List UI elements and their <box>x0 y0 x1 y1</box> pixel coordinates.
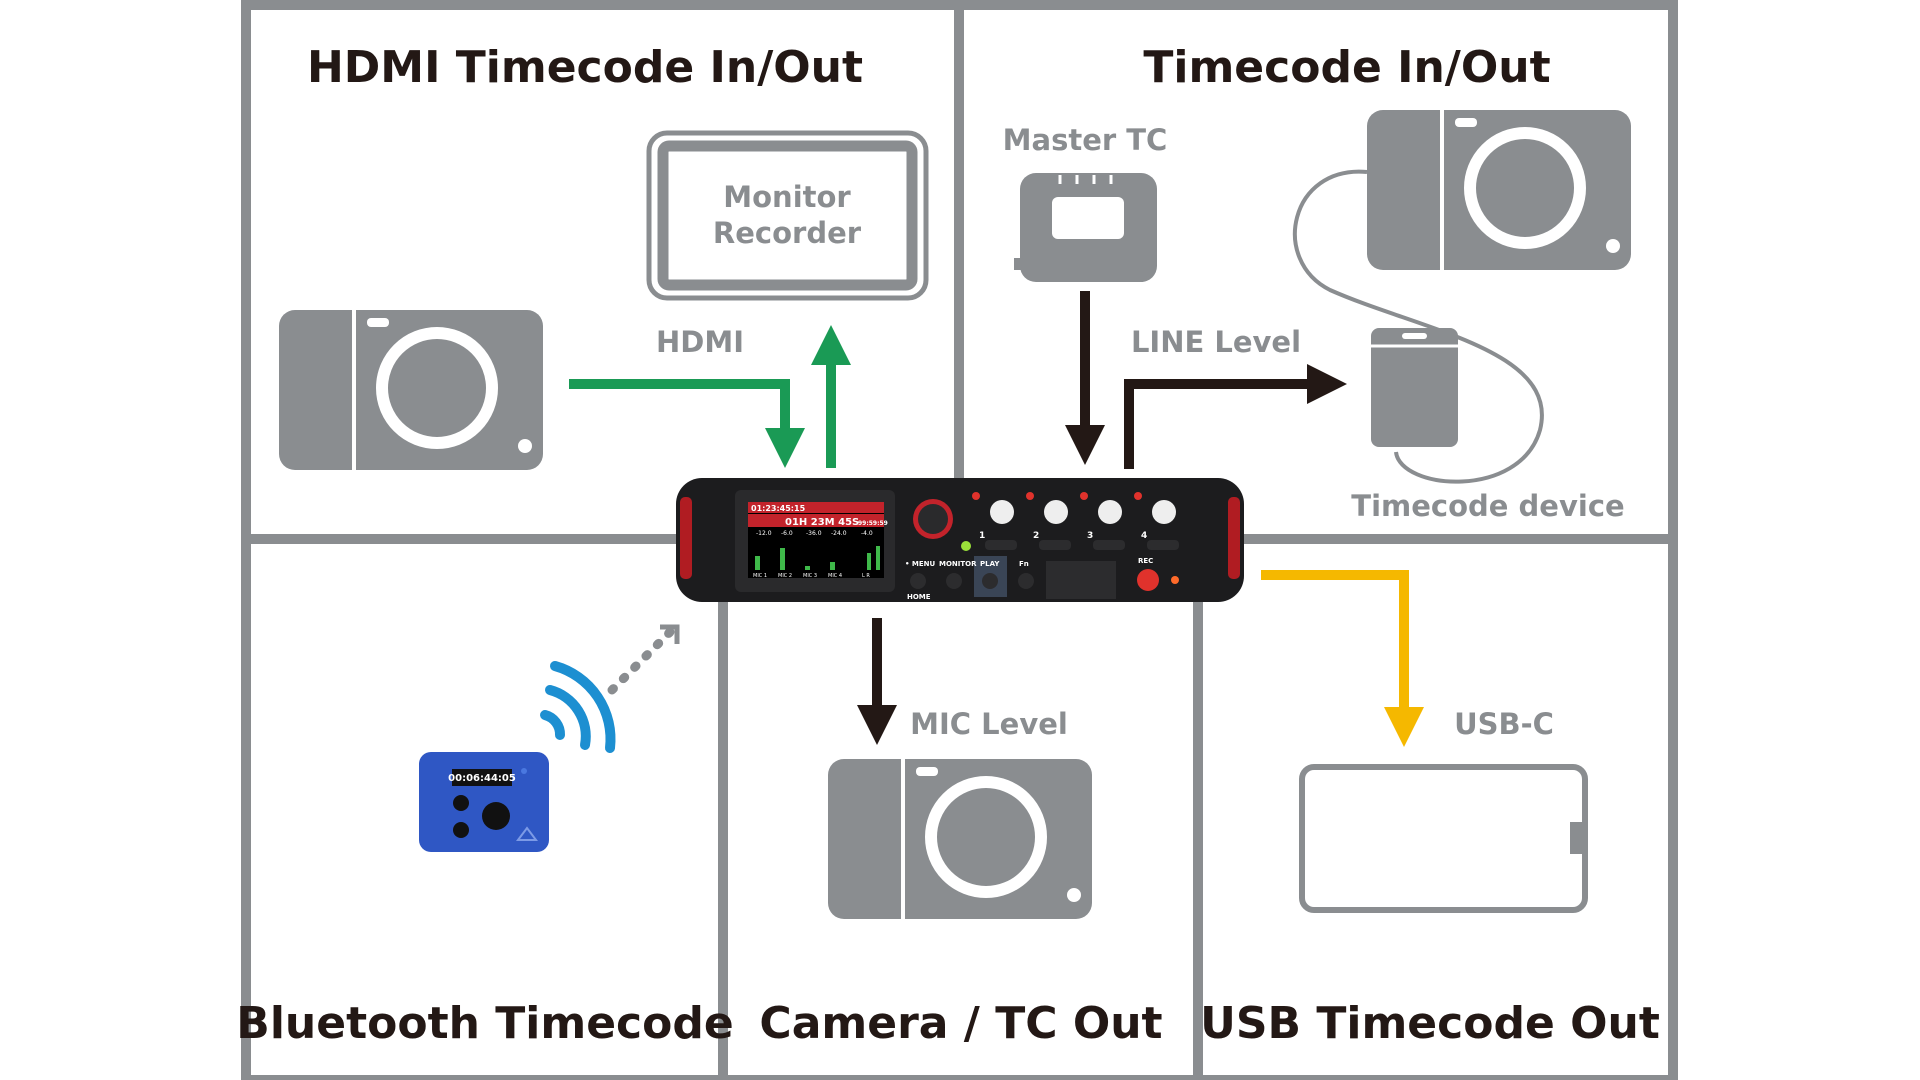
play-label: PLAY <box>980 560 1000 568</box>
field-recorder: 01:23:45:15 01H 23M 45S 99:59:59 -12.0 -… <box>676 478 1244 602</box>
monitor-label: MONITOR <box>939 560 977 568</box>
bluetooth-panel-title: Bluetooth Timecode <box>236 998 733 1049</box>
monitor-recorder-icon: Monitor Recorder <box>646 130 929 301</box>
screen-remaining: 99:59:59 <box>858 520 888 527</box>
monitor-button[interactable] <box>946 573 962 589</box>
tc-out-arrow <box>1124 364 1347 469</box>
gain-knob-3[interactable] <box>1098 500 1122 524</box>
camera-out-panel-title: Camera / TC Out <box>759 998 1162 1049</box>
gain-knob-2[interactable] <box>1044 500 1068 524</box>
rec-led <box>1171 576 1179 584</box>
usb-c-label: USB-C <box>1454 707 1554 741</box>
timecode-device-label: Timecode device <box>1351 489 1624 523</box>
camera-icon <box>828 759 1092 919</box>
fn-label: Fn <box>1019 560 1029 568</box>
level-2: -6.0 <box>781 530 793 537</box>
usb-panel-title: USB Timecode Out <box>1200 998 1660 1049</box>
bluetooth-dotted-arrow <box>607 627 675 695</box>
cable <box>1293 169 1544 484</box>
channel-lr: L R <box>862 573 870 579</box>
bluetooth-timecode-device: 00:06:44:05 <box>419 752 549 852</box>
brand-logo-icon <box>516 826 538 841</box>
master-tc-device-icon <box>1014 173 1157 282</box>
monitor-label: Monitor <box>723 180 851 214</box>
master-tc-label: Master TC <box>1003 123 1168 157</box>
play-button[interactable] <box>982 573 998 589</box>
smartphone-icon <box>1299 764 1588 913</box>
channel-4: MIC 4 <box>828 573 842 579</box>
channel-2: MIC 2 <box>778 573 792 579</box>
hdmi-panel-title: HDMI Timecode In/Out <box>307 42 863 93</box>
level-4: -24.0 <box>831 530 847 537</box>
timecode-panel-title: Timecode In/Out <box>1143 42 1550 93</box>
recorder-label: Recorder <box>713 216 862 250</box>
hdmi-label: HDMI <box>656 325 744 359</box>
level-1: -12.0 <box>756 530 772 537</box>
home-label: HOME <box>907 593 931 601</box>
camera-icon <box>1367 110 1631 270</box>
gain-knob-1[interactable] <box>990 500 1014 524</box>
knob-label-2: 2 <box>1033 531 1039 541</box>
channel-3: MIC 3 <box>803 573 817 579</box>
mic-level-label: MIC Level <box>910 707 1068 741</box>
gain-knobs: 1 2 3 4 <box>972 492 1179 550</box>
device-display: 00:06:44:05 <box>448 773 516 784</box>
recorder-screen: 01:23:45:15 01H 23M 45S 99:59:59 -12.0 -… <box>748 502 888 579</box>
status-led <box>961 541 971 551</box>
level-3: -36.0 <box>806 530 822 537</box>
screen-timecode: 01:23:45:15 <box>751 504 806 513</box>
knob-label-1: 1 <box>979 531 985 541</box>
menu-button[interactable] <box>910 573 926 589</box>
channel-1: MIC 1 <box>753 573 767 579</box>
menu-label: • MENU <box>905 560 936 568</box>
knob-label-4: 4 <box>1141 531 1147 541</box>
fn-button[interactable] <box>1018 573 1034 589</box>
rec-label: REC <box>1138 557 1153 565</box>
usb-out-arrow <box>1261 570 1424 747</box>
rec-button[interactable] <box>1137 569 1159 591</box>
line-level-label: LINE Level <box>1131 325 1301 359</box>
bluetooth-waves-icon <box>540 661 616 753</box>
hdmi-in-arrow <box>569 379 805 468</box>
gain-knob-4[interactable] <box>1152 500 1176 524</box>
camera-icon <box>279 310 543 470</box>
arrow-head <box>660 624 680 644</box>
timecode-device-icon <box>1371 328 1458 447</box>
screen-counter: 01H 23M 45S <box>785 517 859 528</box>
hot-shoe <box>1046 561 1116 599</box>
knob-label-3: 3 <box>1087 531 1093 541</box>
level-lr: -4.0 <box>861 530 873 537</box>
